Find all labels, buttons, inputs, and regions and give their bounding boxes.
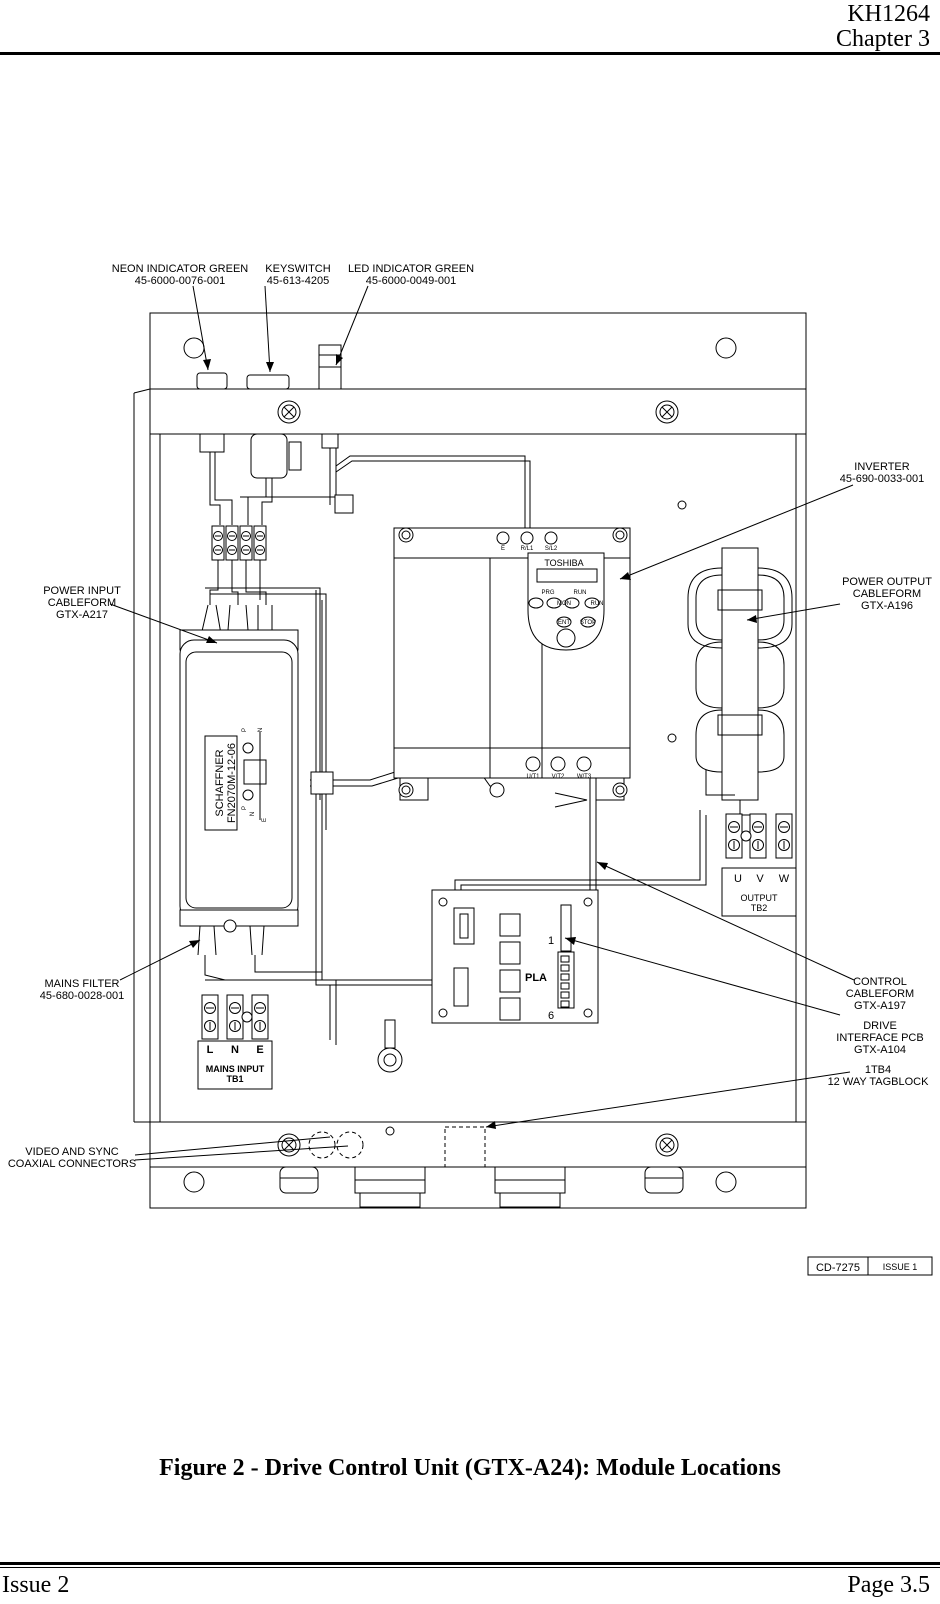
footer-rule-thin bbox=[0, 1567, 940, 1568]
inverter-terminal-sl2: S/L2 bbox=[545, 546, 558, 552]
pcb-connector-label: PLA bbox=[525, 972, 547, 984]
callout-control-cableform-line2: CABLEFORM bbox=[846, 988, 914, 1000]
page-number: Page 3.5 bbox=[847, 1572, 930, 1598]
callout-control-cableform-line3: GTX-A197 bbox=[854, 1000, 906, 1012]
wiring-main bbox=[204, 590, 707, 1073]
callout-video-sync-line2: COAXIAL CONNECTORS bbox=[8, 1158, 136, 1170]
wiring-top bbox=[209, 448, 531, 530]
callout-tagblock-line1: 1TB4 bbox=[865, 1064, 891, 1076]
filter-pin-p-bottom: P bbox=[242, 806, 248, 810]
neon-indicator-part bbox=[196, 372, 228, 453]
tagblock-upper bbox=[211, 525, 267, 561]
callout-keyswitch-name: KEYSWITCH bbox=[265, 263, 330, 275]
wiring-filter-input bbox=[205, 560, 327, 830]
mains-filter-part bbox=[179, 604, 299, 956]
callout-drive-interface-line3: GTX-A104 bbox=[854, 1044, 906, 1056]
filter-pin-p-top: P bbox=[242, 728, 248, 732]
callout-power-input-line1: POWER INPUT bbox=[43, 585, 121, 597]
drawing-issue: ISSUE 1 bbox=[883, 1262, 918, 1272]
mains-terminal-l: L bbox=[207, 1044, 214, 1056]
header-rule bbox=[0, 52, 940, 55]
enclosure-back-panel bbox=[133, 312, 807, 1209]
output-terminal-w: W bbox=[779, 873, 790, 885]
callout-neon-indicator-name: NEON INDICATOR GREEN bbox=[112, 263, 249, 275]
pcb-pin-last: 6 bbox=[548, 1010, 554, 1022]
mains-terminal-n: N bbox=[231, 1044, 239, 1056]
filter-pin-n-bottom: N bbox=[250, 812, 256, 816]
callout-power-input-line3: GTX-A217 bbox=[56, 609, 108, 621]
callout-mains-filter-part: 45-680-0028-001 bbox=[40, 990, 124, 1002]
document-number: KH1264 bbox=[847, 1, 930, 27]
inverter-terminal-wt3: W/T3 bbox=[577, 774, 592, 780]
inverter-terminal-ut1: U/T1 bbox=[526, 774, 540, 780]
filter-pin-e: E bbox=[262, 818, 268, 822]
pcb-pin-first: 1 bbox=[548, 935, 554, 947]
led-indicator-part bbox=[318, 344, 342, 449]
callout-power-output-line2: CABLEFORM bbox=[853, 588, 921, 600]
inverter-part bbox=[393, 500, 687, 801]
output-terminal-u: U bbox=[734, 873, 742, 885]
figure-caption: Figure 2 - Drive Control Unit (GTX-A24):… bbox=[159, 1455, 781, 1481]
inverter-key-ent: ENT bbox=[558, 620, 570, 626]
issue-label: Issue 2 bbox=[2, 1572, 70, 1598]
callout-mains-filter-name: MAINS FILTER bbox=[45, 978, 120, 990]
inverter-key-stop: STOP bbox=[580, 620, 596, 626]
inverter-key-run-label: RUN bbox=[574, 590, 587, 596]
callout-inverter-part: 45-690-0033-001 bbox=[840, 473, 924, 485]
filter-brand: SCHAFFNER bbox=[214, 749, 226, 816]
inverter-terminal-vt2: V/T2 bbox=[552, 774, 565, 780]
callout-power-input-line2: CABLEFORM bbox=[48, 597, 116, 609]
inverter-key-prg: PRG bbox=[541, 590, 554, 596]
callout-neon-indicator-part: 45-6000-0076-001 bbox=[135, 275, 226, 287]
inverter-terminal-rl1: R/L1 bbox=[521, 546, 534, 552]
mains-tb-id: TB1 bbox=[226, 1074, 243, 1084]
callout-keyswitch-part: 45-613-4205 bbox=[267, 275, 329, 287]
inverter-key-mon: MON bbox=[557, 601, 571, 607]
mains-input-terminal-block bbox=[197, 979, 273, 1090]
filter-pin-n-top: N bbox=[258, 728, 264, 732]
callout-drive-interface-line1: DRIVE bbox=[863, 1020, 897, 1032]
cable-glands bbox=[279, 1166, 684, 1208]
callout-led-indicator-part: 45-6000-0049-001 bbox=[366, 275, 457, 287]
callout-video-sync-line1: VIDEO AND SYNC bbox=[25, 1146, 119, 1158]
footer-rule-thick bbox=[0, 1562, 940, 1565]
output-tb-id: TB2 bbox=[751, 903, 768, 913]
callout-control-cableform-line1: CONTROL bbox=[853, 976, 907, 988]
output-terminal-block bbox=[721, 813, 797, 917]
chapter-label: Chapter 3 bbox=[836, 26, 930, 52]
callout-led-indicator-name: LED INDICATOR GREEN bbox=[348, 263, 474, 275]
callout-inverter-name: INVERTER bbox=[854, 461, 909, 473]
output-tb-name: OUTPUT bbox=[741, 893, 779, 903]
filter-model: FN2070M-12-06 bbox=[226, 743, 238, 823]
coaxial-connectors bbox=[308, 1131, 364, 1159]
inverter-terminal-e: E bbox=[501, 546, 505, 552]
callout-leaders bbox=[109, 285, 855, 1161]
drawing-number: CD-7275 bbox=[816, 1262, 860, 1274]
inverter-key-run: RUN bbox=[591, 601, 604, 607]
mains-tb-name: MAINS INPUT bbox=[206, 1064, 265, 1074]
drive-interface-pcb-part bbox=[431, 889, 599, 1024]
callout-tagblock-line2: 12 WAY TAGBLOCK bbox=[828, 1076, 930, 1088]
tagblock-outline bbox=[385, 1126, 486, 1168]
callout-power-output-line3: GTX-A196 bbox=[861, 600, 913, 612]
keyswitch-part bbox=[246, 374, 302, 479]
callout-power-output-line1: POWER OUTPUT bbox=[842, 576, 932, 588]
output-terminal-v: V bbox=[756, 873, 764, 885]
inverter-brand: TOSHIBA bbox=[544, 558, 583, 568]
power-output-cableform-part bbox=[687, 547, 793, 816]
drawing-reference-box bbox=[807, 1256, 933, 1276]
callout-drive-interface-line2: INTERFACE PCB bbox=[836, 1032, 923, 1044]
mains-terminal-e: E bbox=[256, 1044, 263, 1056]
